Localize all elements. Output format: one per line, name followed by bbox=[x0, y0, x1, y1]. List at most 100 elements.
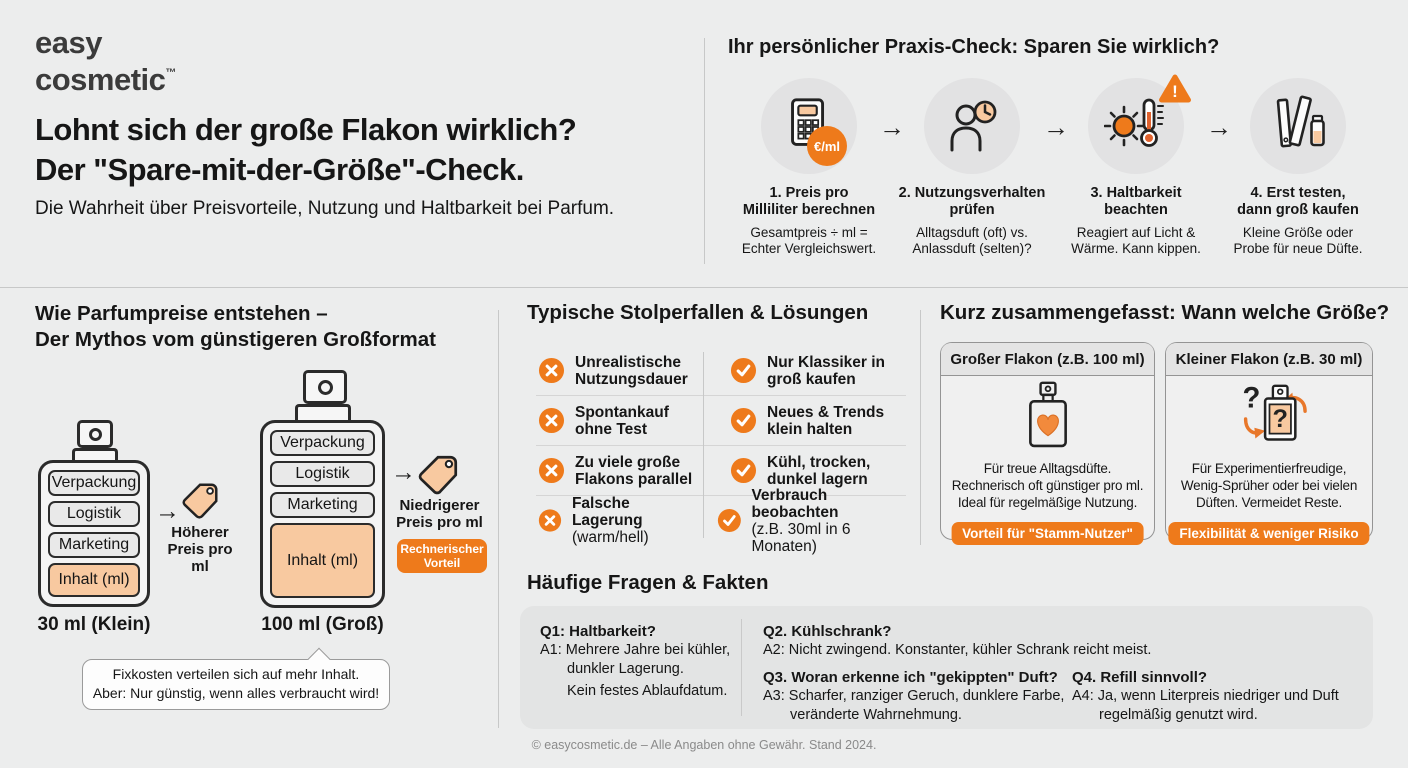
faq-column-divider bbox=[741, 619, 742, 716]
large-bottle-body: Verpackung Logistik Marketing Inhalt (ml… bbox=[260, 420, 385, 608]
large-bottle-cap bbox=[303, 370, 347, 404]
step-4-circle bbox=[1250, 78, 1346, 174]
small-bottle-seg-verpackung: Verpackung bbox=[48, 470, 140, 496]
lower-price-label: Niedrigerer Preis pro ml bbox=[396, 497, 483, 531]
large-flakon-card-header: Großer Flakon (z.B. 100 ml) bbox=[941, 343, 1154, 376]
praxis-step-3: ! 3. Haltbarkeit beachten Reagiert auf L… bbox=[1056, 74, 1216, 257]
step-2-desc: Alltagsduft (oft) vs. Anlassduft (selten… bbox=[912, 225, 1032, 256]
pitfalls-column-divider bbox=[703, 352, 704, 538]
solution-label: Verbrauch beobachten(z.B. 30ml in 6 Mona… bbox=[751, 486, 851, 555]
arrow-right-icon: → bbox=[1043, 112, 1069, 142]
large-bottle-seg-marketing: Marketing bbox=[270, 492, 375, 518]
large-bottle-caption: 100 ml (Groß) bbox=[261, 614, 384, 635]
large-bottle-seg-logistik: Logistik bbox=[270, 461, 375, 487]
arrow-right-icon: → bbox=[391, 458, 416, 486]
small-bottle-neck bbox=[72, 448, 118, 461]
price-tag-icon bbox=[180, 480, 222, 527]
svg-text:!: ! bbox=[1172, 82, 1178, 101]
user-clock-icon bbox=[950, 100, 997, 152]
pitfalls-row: Falsche Lagerung(warm/hell) Verbrauch be… bbox=[536, 487, 906, 555]
small-bottle-seg-marketing: Marketing bbox=[48, 532, 140, 558]
step-1-title: 1. Preis pro Milliliter berechnen bbox=[742, 185, 876, 218]
page-subtitle: Die Wahrheit über Preisvorteile, Nutzung… bbox=[35, 198, 615, 219]
trademark-symbol: ™ bbox=[165, 67, 176, 79]
tester-strips-icon bbox=[1276, 95, 1325, 148]
brand-logo-line2: cosmetic bbox=[35, 62, 166, 97]
step-2-circle bbox=[924, 78, 1020, 174]
arrow-right-icon: → bbox=[879, 112, 905, 142]
small-bottle-seg-logistik: Logistik bbox=[48, 501, 140, 527]
summary-title: Kurz zusammengefasst: Wann welche Größe? bbox=[940, 301, 1390, 324]
heart-bottle-icon bbox=[941, 380, 1154, 458]
small-flakon-badge: Flexibilität & weniger Risiko bbox=[1168, 522, 1370, 545]
main-horizontal-divider bbox=[0, 287, 1408, 288]
check-circle-icon bbox=[730, 357, 757, 384]
brand-logo: easy cosmetic™ bbox=[35, 25, 176, 97]
faq-q3: Q3. Woran erkenne ich "gekippten" Duft? … bbox=[763, 669, 1065, 723]
small-flakon-card-text: Für Experimentierfreudige, Wenig-Sprüher… bbox=[1180, 461, 1358, 510]
warning-triangle-icon: ! bbox=[1158, 73, 1192, 109]
solution-label: Kühl, trocken,dunkel lagern bbox=[767, 453, 871, 488]
brand-logo-line1: easy bbox=[35, 25, 102, 60]
footer-copyright: © easycosmetic.de – Alle Angaben ohne Ge… bbox=[531, 738, 877, 752]
arrow-right-icon: → bbox=[155, 497, 180, 525]
step-2-title: 2. Nutzungsverhalten prüfen bbox=[898, 185, 1046, 218]
faq-q2: Q2. Kühlschrank? A2: Nicht zwingend. Kon… bbox=[763, 623, 1152, 658]
higher-price-label: Höherer Preis pro ml bbox=[167, 524, 233, 575]
x-circle-icon bbox=[538, 509, 562, 532]
small-bottle-content: Inhalt (ml) bbox=[48, 563, 140, 597]
praxis-check-title: Ihr persönlicher Praxis-Check: Sparen Si… bbox=[728, 36, 1220, 58]
left-section-divider bbox=[498, 310, 499, 728]
calculator-euro-icon bbox=[791, 98, 825, 146]
praxis-step-4: 4. Erst testen, dann groß kaufen Kleine … bbox=[1218, 78, 1378, 257]
page-title-line1: Lohnt sich der große Flakon wirklich? bbox=[35, 112, 577, 147]
faq-title: Häufige Fragen & Fakten bbox=[527, 571, 769, 594]
svg-text:?: ? bbox=[1243, 382, 1261, 414]
sun-thermometer-icon bbox=[1104, 98, 1164, 147]
large-flakon-badge: Vorteil für "Stamm-Nutzer" bbox=[951, 522, 1144, 545]
step-1-desc: Gesamtpreis ÷ ml = Echter Vergleichswert… bbox=[741, 225, 877, 256]
small-bottle-caption: 30 ml (Klein) bbox=[37, 614, 151, 635]
step-3-desc: Reagiert auf Licht & Wärme. Kann kippen. bbox=[1071, 225, 1201, 256]
right-section-divider bbox=[920, 310, 921, 545]
x-circle-icon bbox=[538, 457, 565, 484]
small-bottle-body: Verpackung Logistik Marketing Inhalt (ml… bbox=[38, 460, 150, 607]
step-3-circle: ! bbox=[1088, 74, 1191, 174]
check-circle-icon bbox=[730, 457, 757, 484]
step-1-circle: €/ml bbox=[761, 78, 857, 174]
page-title-line2: Der "Spare-mit-der-Größe"-Check. bbox=[35, 152, 524, 187]
question-bottle-icon: ? ? bbox=[1166, 380, 1372, 458]
faq-q4: Q4. Refill sinnvoll? A4: Ja, wenn Literp… bbox=[1072, 669, 1339, 723]
price-myth-title: Wie Parfumpreise entstehen – Der Mythos … bbox=[35, 302, 436, 351]
pitfall-label: Falsche Lagerung(warm/hell) bbox=[571, 495, 649, 546]
svg-text:?: ? bbox=[1272, 405, 1287, 433]
arrow-right-icon: → bbox=[1206, 112, 1232, 142]
pitfalls-title: Typische Stolperfallen & Lösungen bbox=[527, 301, 869, 324]
small-flakon-card-header: Kleiner Flakon (z.B. 30 ml) bbox=[1166, 343, 1372, 376]
faq-box bbox=[520, 606, 1373, 729]
step-4-title: 4. Erst testen, dann groß kaufen bbox=[1237, 185, 1359, 218]
x-circle-icon bbox=[538, 407, 565, 434]
praxis-step-2: 2. Nutzungsverhalten prüfen Alltagsduft … bbox=[892, 78, 1052, 257]
check-circle-icon bbox=[730, 407, 757, 434]
faq-q1: Q1: Haltbarkeit? A1: Mehrere Jahre bei k… bbox=[540, 623, 731, 699]
x-circle-icon bbox=[538, 357, 565, 384]
praxis-step-1: €/ml 1. Preis pro Milliliter berechnen G… bbox=[729, 78, 889, 257]
small-flakon-card: Kleiner Flakon (z.B. 30 ml) ? ? Für Expe… bbox=[1165, 342, 1373, 545]
step-4-desc: Kleine Größe oder Probe für neue Düfte. bbox=[1233, 225, 1363, 256]
large-flakon-card: Großer Flakon (z.B. 100 ml) Für treue Al… bbox=[940, 342, 1155, 545]
price-per-ml-badge: €/ml bbox=[807, 126, 847, 166]
large-flakon-card-text: Für treue Alltagsdüfte. Rechnerisch oft … bbox=[951, 461, 1144, 510]
calculated-advantage-badge: Rechnerischer Vorteil bbox=[397, 539, 487, 573]
header-vertical-divider bbox=[704, 38, 705, 264]
small-bottle-cap bbox=[77, 420, 113, 448]
